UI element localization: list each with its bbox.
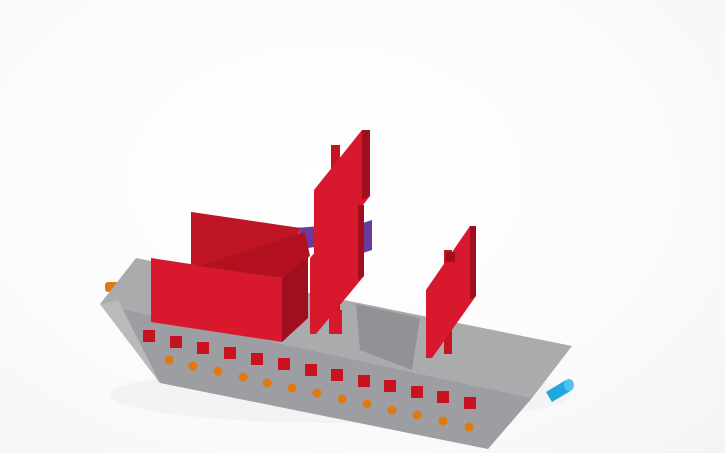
cannon-port — [251, 353, 263, 365]
cannon-port — [331, 369, 343, 381]
porthole — [164, 355, 174, 365]
cannon-ports — [143, 330, 476, 409]
porthole — [262, 378, 272, 388]
porthole — [464, 422, 474, 432]
porthole — [337, 394, 347, 404]
porthole — [238, 372, 248, 382]
porthole — [287, 383, 297, 393]
cannon-port — [464, 397, 476, 409]
cannon-port — [224, 347, 236, 359]
main-upper-sail — [314, 130, 370, 258]
cannon-port — [411, 386, 423, 398]
stern-cabin — [151, 212, 310, 342]
hull-stern — [100, 300, 160, 383]
fore-sail — [426, 226, 476, 358]
main-lower-sail — [310, 205, 364, 334]
porthole — [438, 416, 448, 426]
porthole — [213, 366, 223, 376]
deck-shadow — [356, 304, 420, 370]
bow-blue-cannon — [546, 379, 574, 402]
hull-side — [100, 304, 532, 449]
cannon-port — [278, 358, 290, 370]
porthole — [412, 410, 422, 420]
cannon-port — [358, 375, 370, 387]
porthole — [188, 361, 198, 371]
porthole — [387, 405, 397, 415]
cannon-port — [197, 342, 209, 354]
cannon-port — [437, 391, 449, 403]
cannon-port — [170, 336, 182, 348]
cannon-port — [143, 330, 155, 342]
cannon-port — [384, 380, 396, 392]
cannon-port — [305, 364, 317, 376]
portholes — [164, 355, 474, 432]
porthole — [362, 399, 372, 409]
porthole — [312, 388, 322, 398]
